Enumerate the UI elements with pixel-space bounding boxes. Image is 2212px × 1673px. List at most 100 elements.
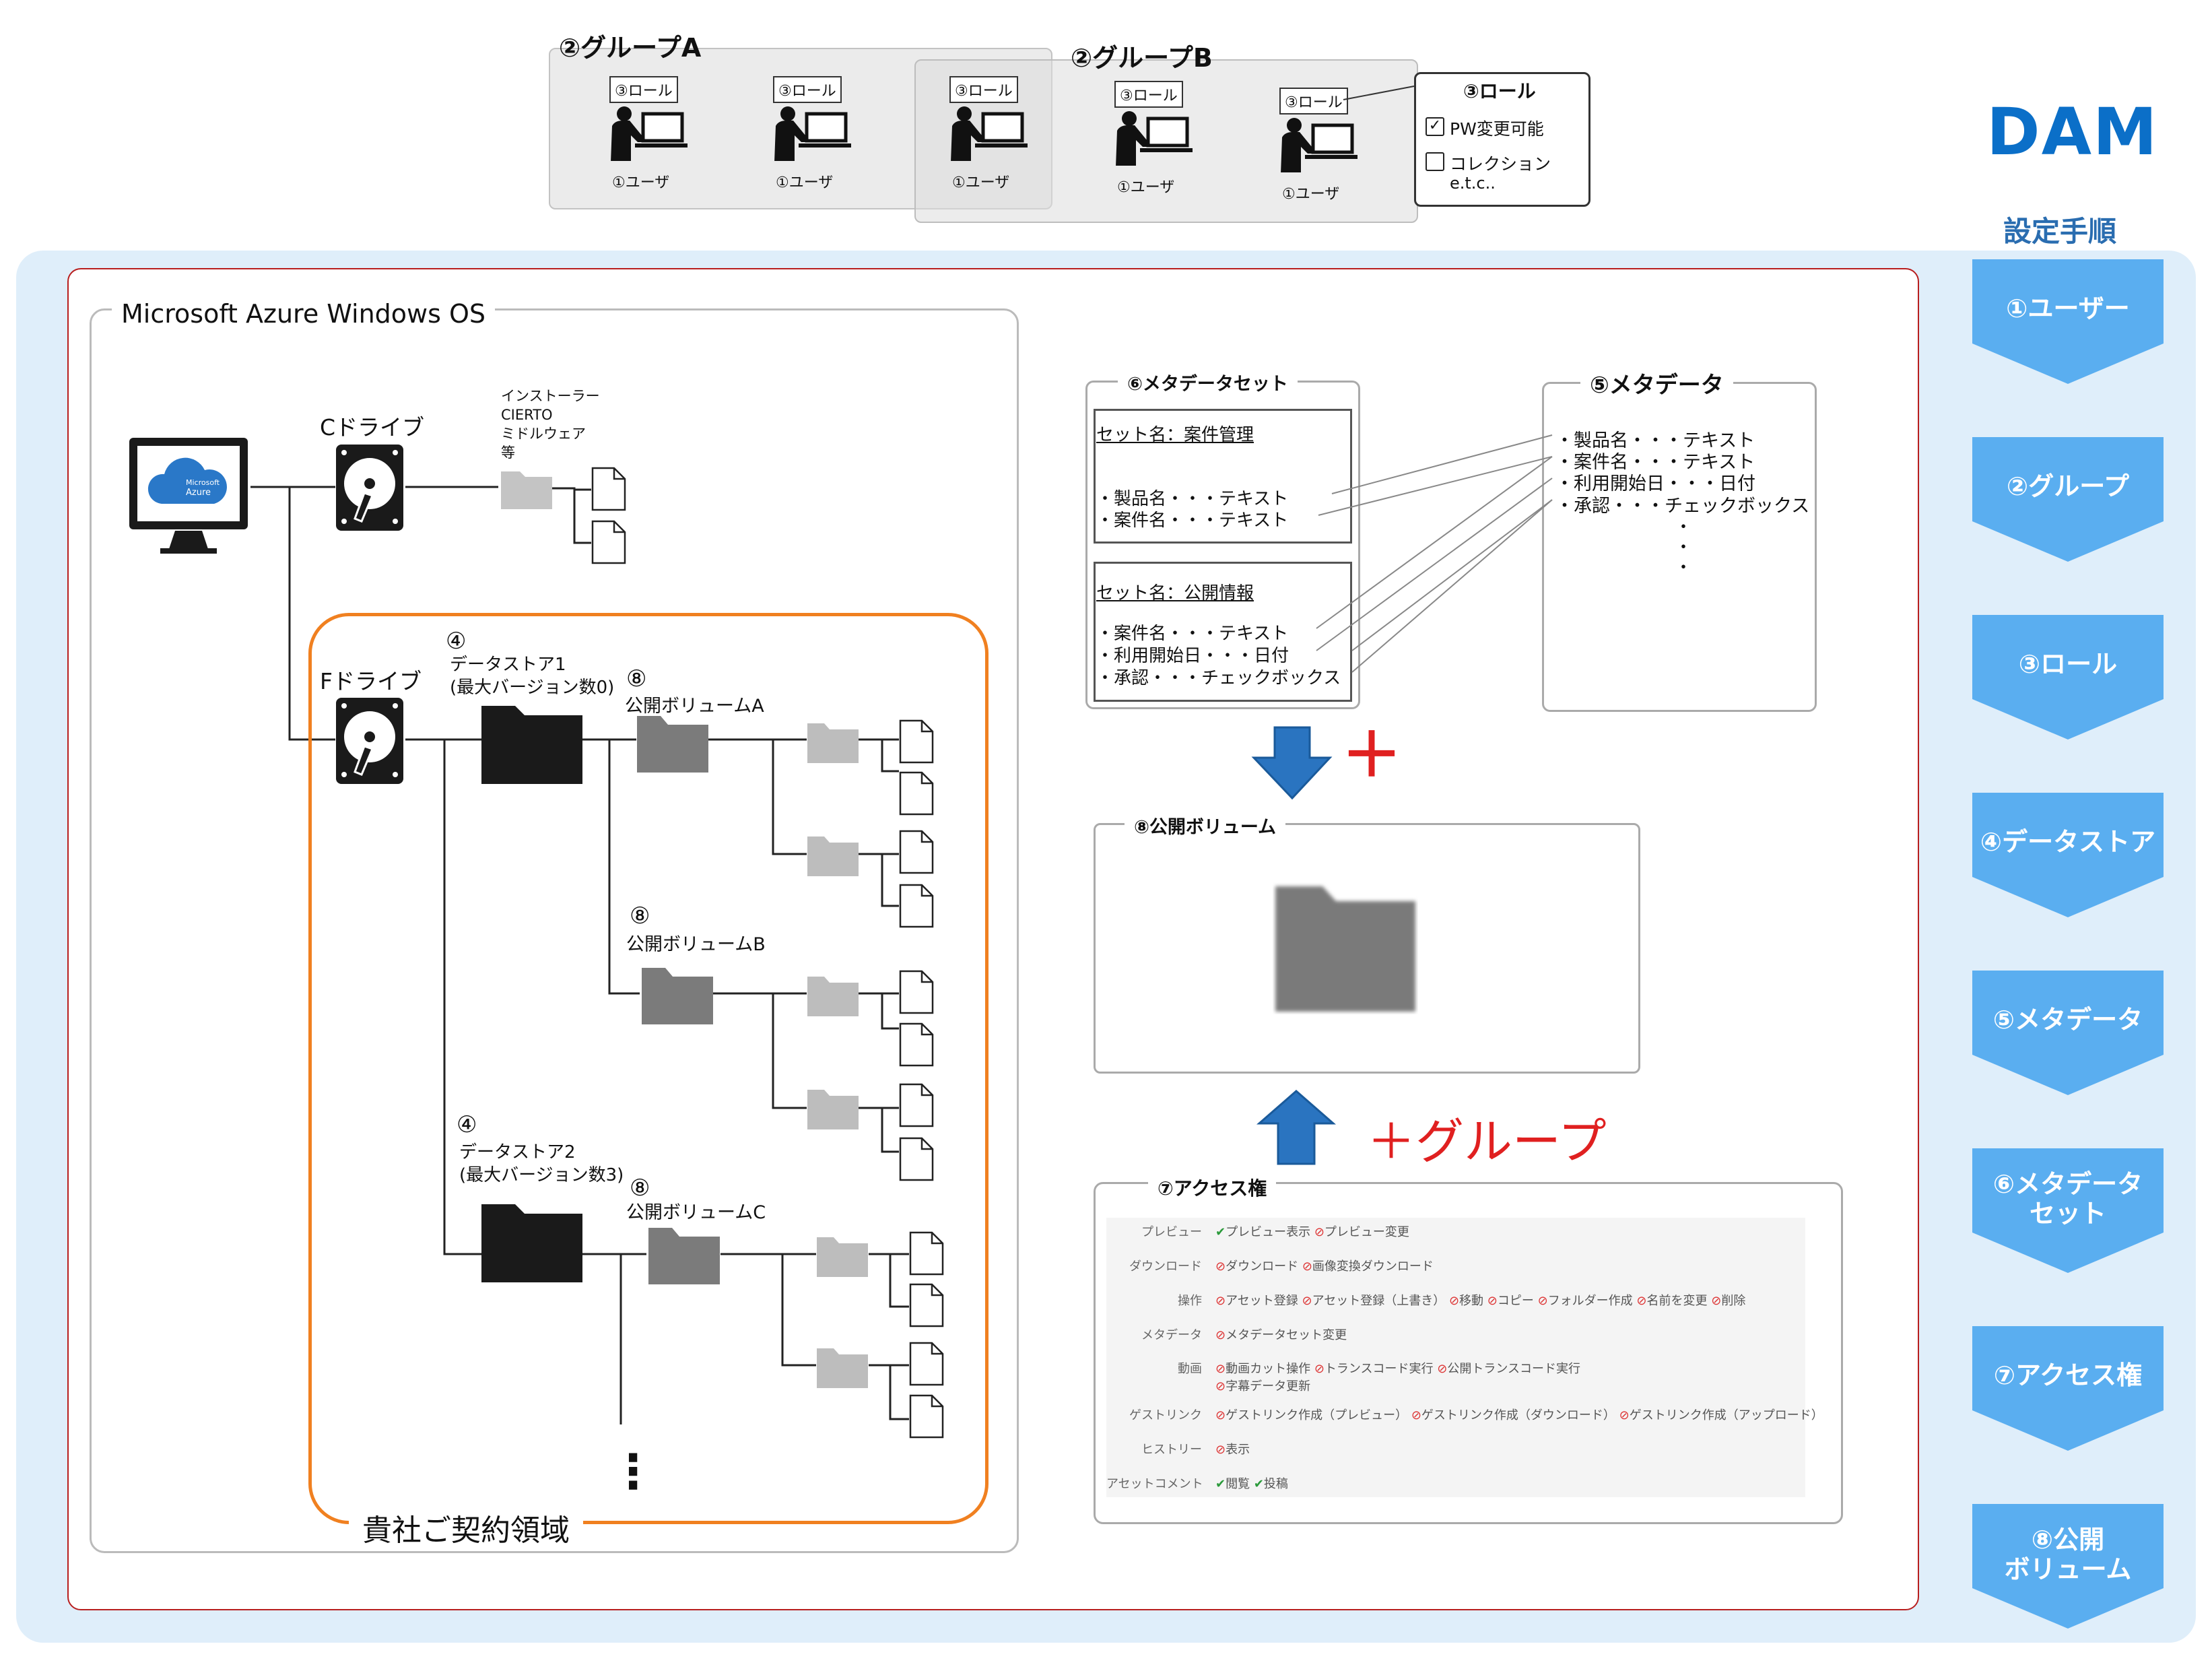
plus-sign: ＋ [1341,720,1402,791]
file-icon [899,1083,934,1130]
more-ellipsis: ⋮ [609,1444,657,1499]
role-callout-pointer [1343,86,1415,100]
access-permission: 公開トランスコード実行 [1447,1362,1581,1376]
metadata-set2-item: ・案件名・・・テキスト [1096,624,1289,644]
deny-icon: ⊘ [1302,1259,1312,1274]
step-label: セット [2029,1199,2106,1228]
access-permission: メタデータセット変更 [1226,1328,1347,1342]
deny-icon: ⊘ [1215,1379,1226,1393]
access-permission: 移動 [1459,1294,1487,1308]
access-permission: フォルダー作成 [1547,1294,1637,1308]
step-label: ⑥メタデータ [1992,1169,2143,1199]
step-1: ①ユーザー [1972,259,2164,384]
access-permission: プレビュー表示 [1226,1225,1314,1239]
access-permission: 削除 [1721,1294,1746,1308]
installer-line: 等 [501,445,515,461]
step-6: ⑥メタデータセット [1972,1148,2164,1273]
azure-os-box [90,308,1019,1553]
vol-b-num: ⑧ [630,903,650,929]
f-drive-icon [335,696,405,788]
deny-icon: ⊘ [1215,1408,1226,1422]
file-icon [899,771,934,818]
step-3: ③ロール [1972,615,2164,740]
file-icon [899,719,934,766]
vol-b-name: 公開ボリュームB [626,934,766,955]
metadata-item: ・利用開始日・・・日付 [1555,473,1755,494]
access-permission: コピー [1497,1294,1538,1308]
file-icon [899,1137,934,1184]
step-arrow-shape [1972,971,2164,1095]
access-row-key: ダウンロード [1129,1259,1202,1274]
access-permission: プレビュー変更 [1324,1225,1409,1239]
deny-icon: ⊘ [1215,1443,1226,1457]
access-permission: ゲストリンク作成（ダウンロード） [1421,1408,1619,1422]
access-row-values: ⊘動画カット操作 ⊘トランスコード実行 ⊘公開トランスコード実行 [1215,1359,1580,1377]
role-item-pw: PW変更可能 [1450,119,1544,139]
file-icon [909,1231,944,1278]
checkbox-pw[interactable]: ✓ [1426,117,1444,136]
public-volume-title: ⑧公開ボリューム [1125,812,1286,839]
c-drive-label: Cドライブ [320,414,425,440]
access-row-key: ヒストリー [1141,1443,1202,1457]
metadata-dot: ・ [1675,537,1693,558]
c-drive-icon [335,443,405,535]
access-row-values: ⊘アセット登録 ⊘アセット登録（上書き） ⊘移動 ⊘コピー ⊘フォルダー作成 ⊘… [1215,1291,1745,1309]
group-a-title: ②グループA [559,33,702,63]
step-arrow-shape [1972,793,2164,917]
file-icon [909,1283,944,1330]
access-permission: 動画カット操作 [1226,1362,1314,1376]
deny-icon: ⊘ [1215,1259,1226,1274]
step-arrow-shape [1972,259,2164,384]
file-icon [899,970,934,1017]
group-b-title: ②グループB [1071,43,1213,73]
file-icon [909,1342,944,1389]
datastore2-folder-icon [480,1199,584,1286]
access-permission: トランスコード実行 [1324,1362,1438,1376]
access-permission: ゲストリンク作成（アップロード） [1629,1408,1823,1422]
subfolder-icon [807,834,859,880]
datastore1-note: (最大バージョン数0) [450,678,615,698]
step-label: ⑧公開 [2031,1525,2105,1554]
metadata-item: ・承認・・・チェックボックス [1555,496,1810,517]
metadata-dot: ・ [1675,558,1693,578]
step-arrow-shape [1972,1504,2164,1629]
deny-icon: ⊘ [1314,1225,1325,1239]
volume-a-folder-icon [636,713,709,776]
access-row-key: プレビュー [1141,1225,1202,1239]
check-icon: ✔ [1215,1225,1226,1239]
user-computer-icon [611,106,688,161]
access-row-values: ✔閲覧 ✔投稿 [1215,1474,1288,1492]
datastore2-note: (最大バージョン数3) [459,1165,624,1185]
step-arrow-shape [1972,1326,2164,1451]
azure-brand-2: Azure [186,488,211,498]
user-label: ①ユーザ [776,174,834,191]
metadata-set1-item: ・製品名・・・テキスト [1096,489,1289,509]
subfolder-icon [807,974,859,1020]
step-7: ⑦アクセス権 [1972,1326,2164,1451]
metadata-set2-box [1094,562,1352,702]
step-8: ⑧公開ボリューム [1972,1504,2164,1629]
datastore2-num: ④ [457,1111,477,1138]
checkbox-collection[interactable] [1426,152,1444,171]
deny-icon: ⊘ [1437,1362,1448,1376]
plus-group: ＋グループ [1367,1113,1607,1170]
step-label: ①ユーザー [2006,294,2130,323]
deny-icon: ⊘ [1537,1294,1548,1308]
role-popup: ③ロール ✓ PW変更可能 コレクション e.t.c.. [1414,72,1590,207]
access-permission: 閲覧 [1226,1477,1254,1491]
user-label: ①ユーザ [1117,179,1175,196]
user-computer-icon [1116,111,1193,166]
role-tag: ③ロール [609,76,678,103]
datastore2-name: データストア2 [459,1142,576,1162]
metadata-item: ・案件名・・・テキスト [1555,452,1755,473]
metadata-item: ・製品名・・・テキスト [1555,430,1755,451]
f-drive-label: Fドライブ [320,668,422,694]
access-permission: アセット登録 [1226,1294,1302,1308]
step-label: ④データストア [1980,827,2156,857]
volume-c-folder-icon [648,1224,720,1288]
vol-c-num: ⑧ [630,1175,650,1202]
deny-icon: ⊘ [1619,1408,1630,1422]
